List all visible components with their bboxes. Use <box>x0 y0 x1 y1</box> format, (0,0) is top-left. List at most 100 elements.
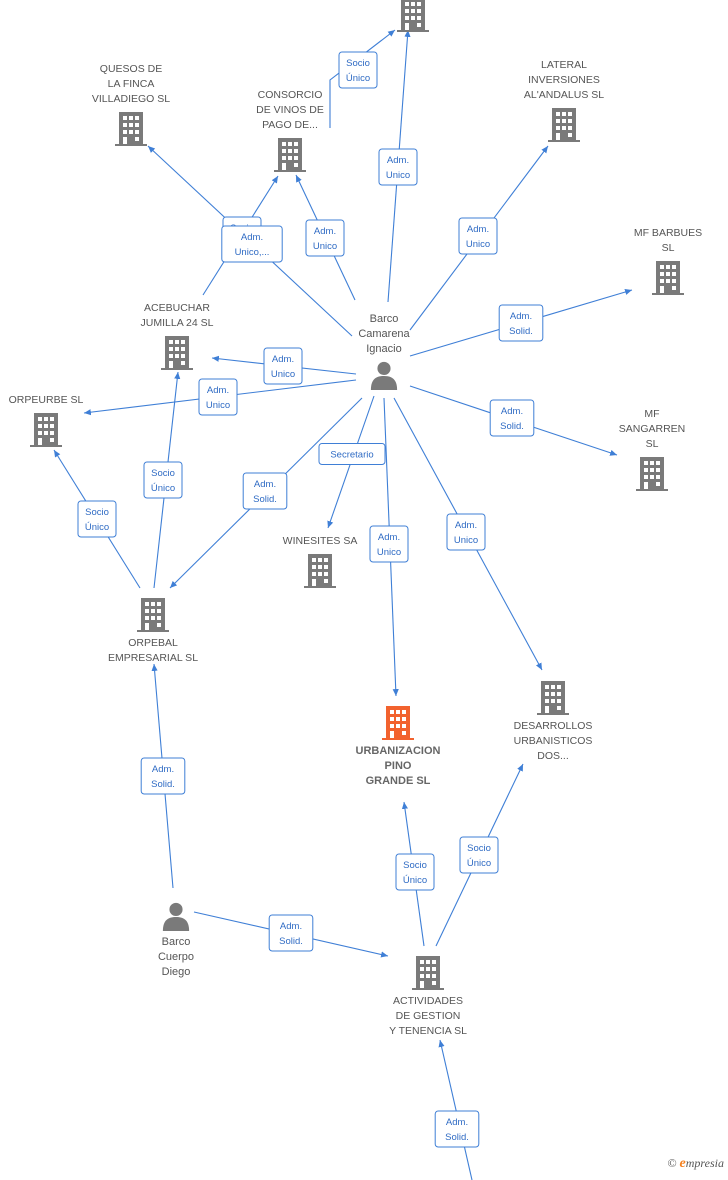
edge-label-camarena-winesites[interactable]: Secretario <box>318 443 386 465</box>
node-label-line: DESARROLLOS <box>514 720 593 732</box>
node-label-line: PINO <box>385 760 412 772</box>
node-label-line: Ignacio <box>366 343 401 355</box>
edge-label-camarena-orpebal[interactable]: Adm.Solid. <box>242 472 288 510</box>
node-label: DESARROLLOSURBANISTICOSDOS... <box>514 720 593 762</box>
edge-label-line: Adm. <box>152 764 174 775</box>
node-label-line: MF <box>644 408 659 420</box>
edge-label-line: Solid. <box>279 936 303 947</box>
edge-label-line: Socio <box>467 843 491 854</box>
edge-label-line: Adm. <box>280 921 302 932</box>
edge-label-camarena-mfbarbues[interactable]: Adm.Solid. <box>498 304 544 342</box>
edge-label-line: Único <box>467 858 491 869</box>
empresia-watermark: © empresia <box>667 1156 724 1172</box>
node-label-line: JUMILLA 24 SL <box>141 317 214 329</box>
node-label-line: SL <box>646 438 659 450</box>
node-label-line: MF BARBUES <box>634 227 702 239</box>
edge-label-line: Solid. <box>151 779 175 790</box>
node-label-line: LATERAL <box>541 59 587 71</box>
edge-label-line: Único <box>403 875 427 886</box>
building-icon <box>274 138 306 172</box>
node-label: ORPEURBE SL <box>9 394 84 406</box>
edge-label-line: Único <box>151 483 175 494</box>
edge-label-camarena-acebuchar[interactable]: Adm.Unico <box>263 347 303 385</box>
node-label-line: AL'ANDALUS SL <box>524 89 604 101</box>
edge-label-camarena-lateral[interactable]: Adm.Unico <box>458 217 498 255</box>
node-label-line: CONSORCIO <box>258 89 323 101</box>
node-label-line: DE GESTION <box>396 1010 461 1022</box>
node-mf-barbues[interactable]: MF BARBUES SL <box>634 227 702 295</box>
edge-label-camarena-urbanizacion[interactable]: Adm. Unico <box>369 525 409 563</box>
edge-label-bottom-actividades[interactable]: Adm. Solid. <box>434 1110 480 1148</box>
brand-logo-initial: e <box>679 1156 686 1171</box>
node-label-line: Cuerpo <box>158 951 194 963</box>
edge-label-line: Solid. <box>500 421 524 432</box>
building-icon <box>161 336 193 370</box>
edge-label-camarena-quesos[interactable]: Adm.Unico,... <box>221 225 283 263</box>
edge-label-camarena-top[interactable]: Adm.Unico <box>378 148 418 186</box>
node-orpeurbe[interactable]: ORPEURBE SL <box>9 394 84 447</box>
edge-label-line: Adm. <box>314 226 336 237</box>
edge-label-camarena-consorcio[interactable]: Adm.Unico <box>305 219 345 257</box>
node-label-line: Barco <box>370 313 399 325</box>
edge-label-cuerpo-orpebal[interactable]: Adm. Solid. <box>140 757 186 795</box>
building-icon <box>537 681 569 715</box>
node-label-line: Camarena <box>358 328 410 340</box>
node-winesites[interactable]: WINESITES SA <box>283 535 358 588</box>
edges-layer <box>53 29 633 1180</box>
edge-label-line: Adm. <box>272 354 294 365</box>
building-icon <box>304 554 336 588</box>
node-label-line: ORPEBAL <box>128 637 178 649</box>
building-icon <box>652 261 684 295</box>
node-orpebal[interactable]: ORPEBAL EMPRESARIAL SL <box>108 598 198 664</box>
building-icon <box>382 706 414 740</box>
edge-label-line: Unico <box>377 547 401 558</box>
edge-label-line: Adm. <box>378 532 400 543</box>
node-label-line: GRANDE SL <box>366 775 431 787</box>
node-label-line: SL <box>662 242 675 254</box>
node-acebuchar[interactable]: ACEBUCHAR JUMILLA 24 SL <box>141 302 214 370</box>
edge-label-camarena-mfsangarren[interactable]: Adm.Solid. <box>489 399 535 437</box>
edge-consorcio-top <box>329 29 396 128</box>
node-label-line: EMPRESARIAL SL <box>108 652 198 664</box>
edge-label-line: Solid. <box>445 1132 469 1143</box>
node-desarrollos[interactable]: DESARROLLOSURBANISTICOSDOS... <box>514 681 593 762</box>
edge-label-camarena-desarrollos[interactable]: Adm.Unico <box>446 513 486 551</box>
edge-label-camarena-orpeurbe[interactable]: Adm.Unico <box>198 378 238 416</box>
edge-label-line: Socio <box>151 468 175 479</box>
edge-label-line: Unico <box>466 239 490 250</box>
edge-label-line: Secretario <box>330 450 373 461</box>
edge-label-line: Adm. <box>446 1117 468 1128</box>
edge-label-cuerpo-actividades[interactable]: Adm. Solid. <box>268 914 314 952</box>
node-label: WINESITES SA <box>283 535 358 547</box>
edge-label-line: Unico <box>206 400 230 411</box>
node-label-line: ACEBUCHAR <box>144 302 210 314</box>
edge-label-line: Unico <box>454 535 478 546</box>
edge-label-line: Socio <box>346 58 370 69</box>
edge-label-line: Único <box>85 522 109 533</box>
edge-label-line: Unico <box>386 170 410 181</box>
node-top-company[interactable] <box>397 0 429 32</box>
building-icon <box>412 956 444 990</box>
building-icon <box>137 598 169 632</box>
